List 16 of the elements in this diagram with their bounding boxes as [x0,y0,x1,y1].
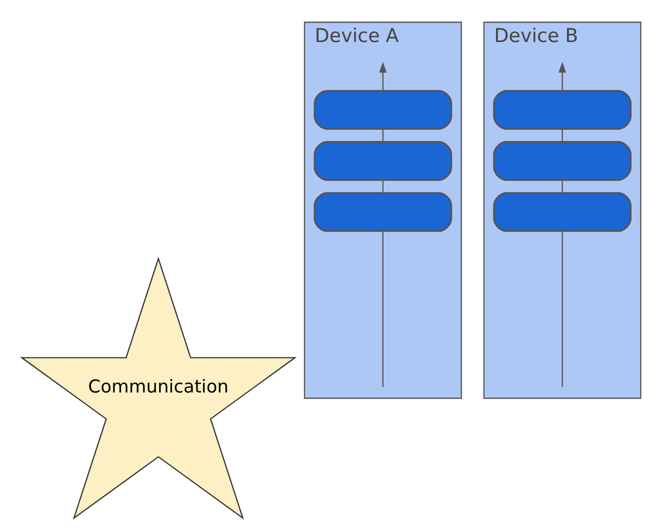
node-box [314,141,452,181]
connector [562,129,563,142]
connector [382,180,384,193]
arrow [379,62,387,91]
cluster: Device A [304,22,462,399]
node-box [493,192,632,232]
connector [562,180,563,193]
connector [562,231,563,387]
arrow [558,62,566,91]
node-box [314,90,452,130]
connector [382,129,384,142]
node-box [314,192,452,232]
connector [382,231,384,387]
node-box [493,141,632,181]
node-box [493,90,632,130]
cluster: Device B [483,22,642,399]
